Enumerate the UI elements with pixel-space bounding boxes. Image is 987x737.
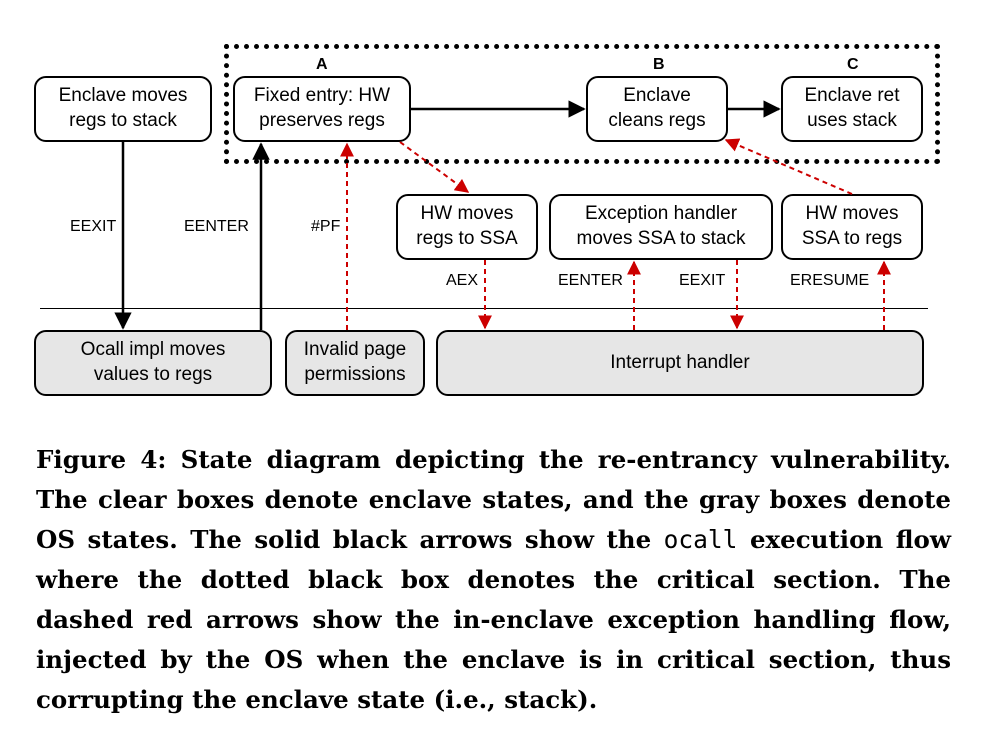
edge-label-eenter-right: EENTER xyxy=(558,272,623,289)
caption-code-ocall: ocall xyxy=(663,525,738,554)
label-b: B xyxy=(653,56,665,73)
enclave-ret-box: Enclave ret uses stack xyxy=(781,76,923,142)
edge-label-pf: #PF xyxy=(311,218,341,235)
arrow-layer xyxy=(114,100,891,330)
invalid-page-box: Invalid page permissions xyxy=(285,330,425,396)
enclave-cleans-regs-box: Enclave cleans regs xyxy=(586,76,728,142)
figure-caption: Figure 4: State diagram depicting the re… xyxy=(36,440,951,720)
arrow-hw-regs-to-cleans xyxy=(724,138,853,195)
label-c: C xyxy=(847,56,859,73)
hw-moves-regs-to-ssa-box: HW moves regs to SSA xyxy=(396,194,538,260)
edge-label-eenter-left: EENTER xyxy=(184,218,249,235)
label-a: A xyxy=(316,56,328,73)
ocall-impl-box: Ocall impl moves values to regs xyxy=(34,330,272,396)
state-diagram: A B C Enclave moves regs to stack Fixed … xyxy=(34,44,940,396)
edge-label-eexit-left: EEXIT xyxy=(70,218,117,235)
fixed-entry-box: Fixed entry: HW preserves regs xyxy=(233,76,411,142)
caption-text-1: Figure 4: State diagram depicting the re… xyxy=(36,445,951,554)
edge-label-aex: AEX xyxy=(446,272,479,289)
edge-label-eexit-right: EEXIT xyxy=(679,272,726,289)
enclave-moves-regs-box: Enclave moves regs to stack xyxy=(34,76,212,142)
edge-label-eresume: ERESUME xyxy=(790,272,870,289)
exception-handler-box: Exception handler moves SSA to stack xyxy=(549,194,773,260)
critical-section-box xyxy=(224,44,940,164)
interrupt-handler-box: Interrupt handler xyxy=(436,330,924,396)
caption-text-2: execution flow where the dotted black bo… xyxy=(36,525,951,714)
hw-moves-ssa-to-regs-box: HW moves SSA to regs xyxy=(781,194,923,260)
arrow-fixed-entry-to-hw-ssa xyxy=(399,141,470,193)
